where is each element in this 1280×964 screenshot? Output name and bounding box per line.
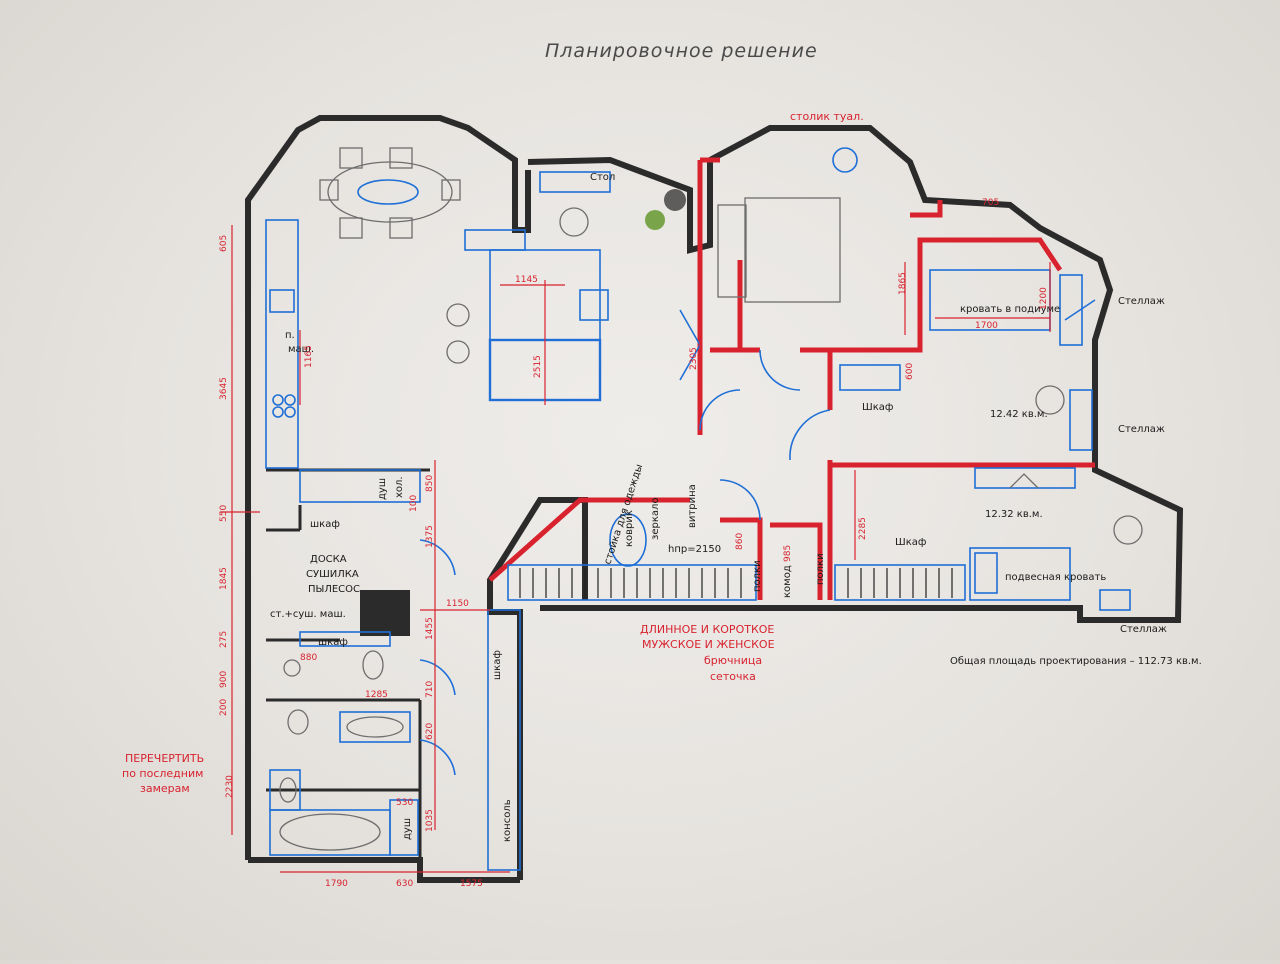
label-npp: hпр=2150 — [668, 544, 721, 555]
dimension-value: 1845 — [219, 567, 229, 590]
dimension-value: 550 — [219, 505, 229, 522]
dimension-value: 2515 — [533, 355, 543, 378]
label-holod: хол. — [394, 476, 405, 498]
label-area-2: 12.32 кв.м. — [985, 509, 1043, 520]
dimension-value: 275 — [219, 631, 229, 648]
dimension-value: 1575 — [460, 879, 483, 889]
label-shkaf-3: шкаф — [310, 519, 340, 530]
label-podvesnaya: подвесная кровать — [1005, 572, 1106, 583]
dimension-value: 2285 — [858, 517, 868, 540]
label-bryuch: брючница — [704, 654, 762, 667]
dimension-value: 1790 — [325, 879, 348, 889]
dimension-value: 630 — [396, 879, 413, 889]
sink-icon — [269, 289, 295, 313]
dimension-lines — [220, 225, 1051, 873]
chair-icon — [559, 207, 589, 237]
bed-icon — [744, 197, 841, 303]
label-dush2: душ — [402, 818, 413, 840]
dimension-value: 1145 — [515, 275, 538, 285]
room-labels: столик туал. Стол Стеллаж Стеллаж Стелла… — [122, 110, 1202, 842]
dimension-value: 1375 — [425, 525, 435, 548]
dimension-value: 1035 — [425, 809, 435, 832]
label-stoika: стойка для одежды — [602, 463, 645, 566]
plan-title: Планировочное решение — [545, 40, 818, 62]
dimension-value: 860 — [735, 533, 745, 550]
label-measures: замерам — [140, 782, 190, 795]
label-stol: Стол — [590, 172, 615, 183]
label-area-1: 12.42 кв.м. — [990, 409, 1048, 420]
label-pylesos: ПЫЛЕСОС — [308, 584, 360, 595]
furniture — [265, 147, 1143, 871]
label-setochka: сеточка — [710, 670, 756, 683]
dining-table-icon — [327, 161, 453, 223]
label-stellazh-1: Стеллаж — [1118, 296, 1165, 307]
label-shkaf-2: Шкаф — [895, 537, 926, 548]
label-shkaf-5: шкаф — [492, 650, 503, 680]
label-long-short: ДЛИННОЕ И КОРОТКОЕ — [640, 623, 774, 636]
label-polki-1: полки — [752, 560, 763, 592]
dimension-value: 530 — [396, 798, 413, 808]
label-redraw: ПЕРЕЧЕРТИТЬ — [125, 752, 204, 765]
dimension-value: 880 — [300, 653, 317, 663]
dimension-value: 200 — [219, 699, 229, 716]
dimension-value: 2230 — [225, 775, 235, 798]
label-vitrina: витрина — [687, 484, 698, 528]
label-doska: ДОСКА — [310, 554, 347, 565]
label-bed-podium: кровать в подиуме — [960, 304, 1060, 315]
dimension-value: 620 — [425, 723, 435, 740]
dimension-value: 705 — [982, 198, 999, 208]
label-komod: комод — [782, 565, 793, 598]
dimension-value: 3645 — [219, 377, 229, 400]
dimension-value: 1700 — [975, 321, 998, 331]
dimension-value: 1150 — [446, 599, 469, 609]
dimension-value: 100 — [409, 495, 419, 512]
label-total-area: Общая площадь проектирования – 112.73 кв… — [950, 656, 1202, 667]
label-by-last: по последним — [122, 767, 203, 780]
label-dush: душ — [377, 478, 388, 500]
plant-icon — [645, 210, 665, 230]
label-polki-2: полки — [815, 553, 826, 585]
rug-icon — [609, 513, 647, 567]
label-st-mash: ст.+суш. маш. — [270, 609, 346, 620]
toilet-icon — [362, 650, 384, 680]
label-stellazh-3: Стеллаж — [1120, 624, 1167, 635]
dimension-value: 850 — [425, 475, 435, 492]
label-stolik: столик туал. — [790, 110, 864, 123]
label-kovrik: коврик — [624, 510, 635, 547]
bathtub-icon — [279, 813, 381, 851]
dimension-value: 1165 — [304, 345, 314, 368]
dimension-value: 1865 — [898, 272, 908, 295]
label-male-female: МУЖСКОЕ И ЖЕНСКОЕ — [642, 638, 775, 651]
dimension-value: 2305 — [689, 347, 699, 370]
dimension-value: 1200 — [1039, 287, 1049, 310]
dimension-value: 710 — [425, 681, 435, 698]
dimension-value: 1455 — [425, 617, 435, 640]
label-mash2: маш. — [288, 344, 314, 355]
dimension-numbers: 605 1145 2515 1165 3645 2305 1865 1700 1… — [219, 198, 1049, 889]
new-walls — [488, 157, 1095, 600]
dimension-value: 985 — [783, 545, 793, 562]
stool-icon — [446, 303, 470, 327]
dimension-value: 605 — [219, 235, 229, 252]
label-konsol: консоль — [502, 799, 513, 842]
dimension-value: 900 — [219, 671, 229, 688]
label-zerkalo: зеркало — [650, 498, 661, 541]
dimension-value: 600 — [905, 363, 915, 380]
label-shkaf-1: Шкаф — [862, 402, 893, 413]
label-sushilka: СУШИЛКА — [306, 569, 359, 580]
label-stellazh-2: Стеллаж — [1118, 424, 1165, 435]
hob-icon — [272, 394, 284, 406]
dimension-value: 1285 — [365, 690, 388, 700]
washbasin-icon — [283, 659, 301, 677]
label-shkaf-4: шкаф — [318, 637, 348, 648]
label-mash: п. — [285, 330, 295, 341]
